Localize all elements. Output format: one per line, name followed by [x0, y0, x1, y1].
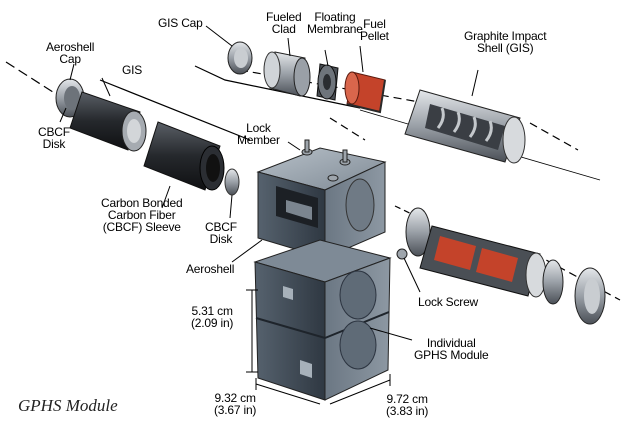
cbcf-sleeve-part — [143, 121, 225, 191]
gphs-module-stack — [253, 239, 392, 401]
floating-membrane-part — [316, 63, 339, 101]
lock-screw-part — [396, 248, 408, 260]
dimension-lines — [246, 289, 391, 405]
label-width-dimension: 9.32 cm(3.67 in) — [214, 391, 257, 417]
cbcf-disk-center-part — [224, 168, 240, 196]
leader-lines — [59, 25, 479, 341]
label-gis: GIS — [122, 63, 143, 77]
lock-member-bolts — [301, 139, 351, 182]
label-aeroshell: Aeroshell — [186, 262, 235, 276]
gis-cap-part — [227, 41, 253, 75]
fuel-pellet-part — [344, 71, 386, 114]
aeroshell-module-frame — [256, 147, 387, 259]
gis-cutaway-with-pellets — [405, 207, 606, 325]
label-height-dimension: 5.31 cm(2.09 in) — [191, 304, 234, 330]
label-gis-cap: GIS Cap — [158, 16, 203, 30]
gis-tube-part — [69, 91, 147, 152]
figure-caption: GPHS Module — [18, 396, 118, 415]
label-lock-screw: Lock Screw — [418, 295, 479, 309]
graphite-impact-shell-part — [404, 89, 526, 164]
fueled-clad-part — [263, 51, 311, 97]
label-depth-dimension: 9.72 cm(3.83 in) — [386, 392, 429, 418]
